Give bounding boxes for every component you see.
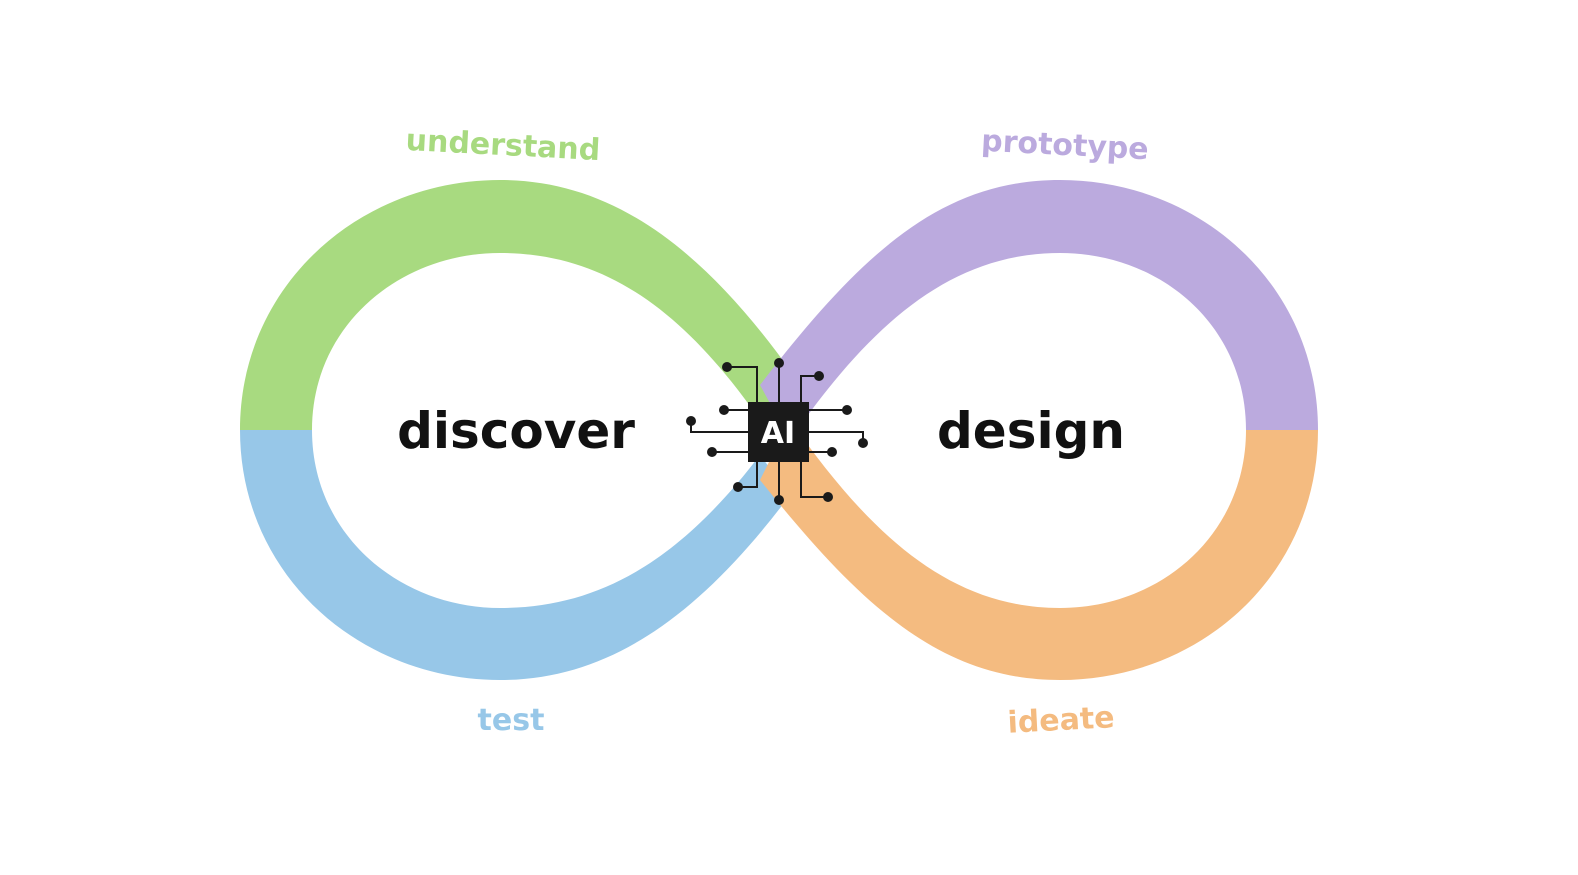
test-label: test [478,703,545,738]
prototype-label: prototype [980,124,1149,168]
segment-understand [240,180,790,430]
circuit-dot [814,371,824,381]
circuit-dot [719,405,729,415]
circuit-dot [733,482,743,492]
circuit-lines [690,363,864,500]
circuit-dot [858,438,868,448]
circuit-dot [686,416,696,426]
ai-chip-label: AI [761,416,795,451]
design-label: design [937,402,1125,460]
circuit-dot [722,362,732,372]
circuit-dot [823,492,833,502]
discover-label: discover [397,402,635,460]
understand-label: understand [405,123,601,168]
circuit-dot [707,447,717,457]
circuit-dot [774,358,784,368]
circuit-dot [842,405,852,415]
ideate-label: ideate [1007,700,1116,741]
circuit-dot [827,447,837,457]
circuit-dots [686,358,868,505]
ai-chip-icon [748,402,809,462]
circuit-dot [774,495,784,505]
segment-prototype [760,180,1318,440]
segment-ideate [760,420,1318,680]
segment-test [240,430,790,680]
